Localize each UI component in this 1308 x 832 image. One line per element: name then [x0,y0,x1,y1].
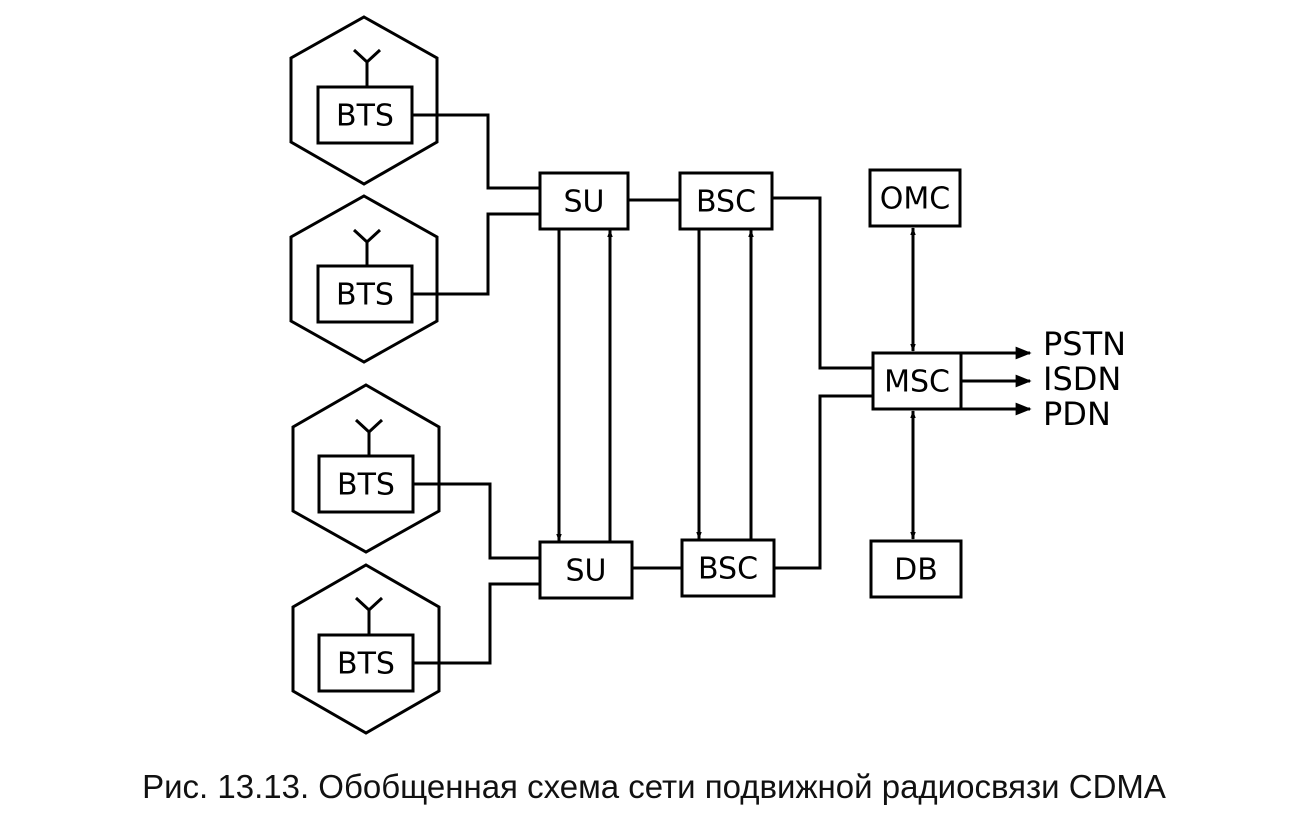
su-label-top: SU [563,185,604,220]
output-label-isdn: ISDN [1043,360,1121,398]
link-bsc-top-msc [772,196,873,370]
db-box [869,539,963,599]
bts-box-2 [316,264,414,324]
bts-cell-4: BTS [291,563,441,735]
antenna-icon [354,596,384,635]
bts-label-1: BTS [336,99,394,134]
bts-cell-2: BTS [289,194,439,364]
output-label-pdn: PDN [1043,395,1111,433]
bsc-label-top: BSC [696,185,756,220]
link-bts1-su [412,113,540,190]
output-label-pstn: PSTN [1043,325,1126,363]
bts-label-2: BTS [336,278,394,313]
link-bsc-bottom-msc [774,394,873,570]
antenna-icon [352,48,382,87]
figure-caption: Рис. 13.13. Обобщенная схема сети подвиж… [142,768,1166,805]
link-bts4-su [413,582,540,665]
bts-cell-3: BTS [291,383,441,554]
su-label-bottom: SU [565,554,606,589]
bsc-box-bottom [680,538,776,598]
link-bts3-su [413,482,540,560]
bts-label-4: BTS [337,647,395,682]
omc-box [868,168,962,228]
su-box-bottom [538,540,634,600]
db-label: DB [894,553,938,588]
bts-cell-1: BTS [289,15,439,186]
bsc-box-top [678,171,774,231]
bts-label-3: BTS [337,468,395,503]
bts-box-4 [317,633,415,693]
bts-box-1 [316,85,414,145]
omc-label: OMC [880,182,950,217]
bsc-label-bottom: BSC [698,552,758,587]
antenna-icon [352,228,382,266]
link-bts2-su [412,212,540,296]
msc-label: MSC [884,365,950,400]
antenna-icon [354,418,384,456]
